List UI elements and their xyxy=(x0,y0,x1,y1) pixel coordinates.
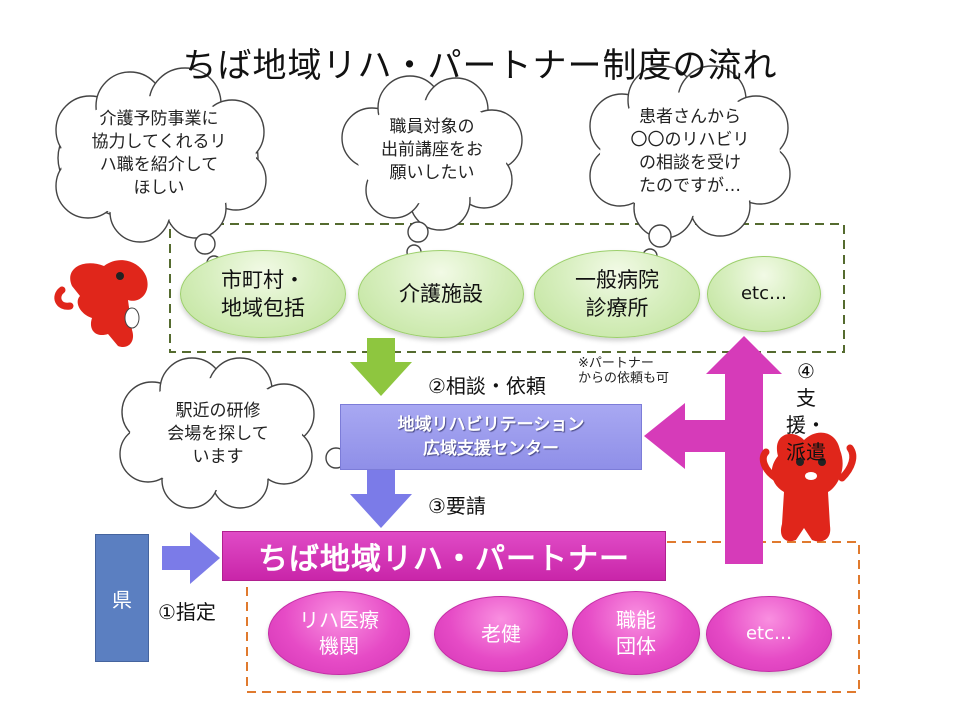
page-title: ちば地域リハ・パートナー制度の流れ xyxy=(182,46,778,86)
request-arrow xyxy=(350,470,412,528)
cloud-3-text: 患者さんから〇〇のリハビリの相談を受けたのですが… xyxy=(630,107,750,196)
designate-arrow xyxy=(162,532,220,584)
partner-geriatric-facility: 老健 xyxy=(434,596,568,672)
thought-cloud-3 xyxy=(589,65,791,264)
partner-etc: etc… xyxy=(706,596,832,672)
prefecture-box: 県 xyxy=(95,534,149,662)
partner-professional-association: 職能団体 xyxy=(572,591,700,675)
partner-request-note: ※パートナーからの依頼も可 xyxy=(578,356,670,386)
thought-cloud-2 xyxy=(341,75,523,260)
support-arrow-left xyxy=(644,403,725,469)
mascot-left xyxy=(54,260,148,348)
consult-arrow xyxy=(350,338,412,396)
support-arrow-up xyxy=(706,336,782,564)
requester-etc: etc… xyxy=(707,256,821,332)
cloud-4-text: 駅近の研修会場を探しています xyxy=(167,401,269,467)
step-support-label: ④ 支援・ 派遣 xyxy=(786,359,826,464)
partner-rehab-institution: リハ医療機関 xyxy=(268,591,410,675)
cloud-2-text: 職員対象の出前講座をお願いしたい xyxy=(381,117,483,183)
thought-cloud-1 xyxy=(55,67,267,271)
cloud-1-text: 介護予防事業に協力してくれるリハ職を紹介してほしい xyxy=(91,109,227,198)
thought-cloud-4 xyxy=(119,357,370,509)
step-request-label: ③要請 xyxy=(428,494,486,518)
step-consult-label: ②相談・依頼 xyxy=(428,374,546,398)
mascot-right xyxy=(759,432,857,542)
requester-municipality: 市町村・地域包括 xyxy=(180,250,346,338)
regional-support-center: 地域リハビリテーション 広域支援センター xyxy=(340,404,642,470)
step-designate-label: ①指定 xyxy=(158,600,216,624)
requester-hospital: 一般病院診療所 xyxy=(534,250,700,338)
requester-frame xyxy=(169,223,845,353)
partner-title-box: ちば地域リハ・パートナー xyxy=(222,531,666,581)
requester-care-facility: 介護施設 xyxy=(358,250,524,338)
